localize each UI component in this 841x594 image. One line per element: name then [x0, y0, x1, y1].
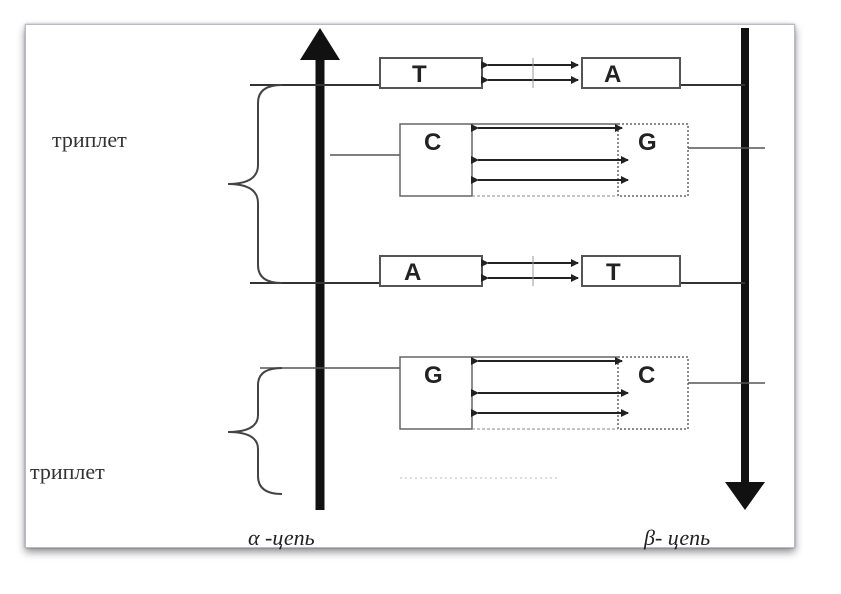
beta-chain-label: β- цепь [643, 525, 710, 550]
base-label: T [606, 259, 621, 286]
triplet-label-1: триплет [52, 127, 127, 152]
hydrogen-bonds [471, 357, 629, 417]
base-label: A [404, 259, 421, 286]
hydrogen-bonds [471, 124, 629, 184]
hydrogen-bonds [481, 256, 579, 286]
base-label: T [412, 61, 427, 88]
alpha-chain-label: α -цепь [248, 525, 315, 550]
base-label: A [604, 61, 621, 88]
hydrogen-bonds [481, 58, 579, 88]
beta-chain-arrow [725, 28, 765, 510]
base-pair-3: A T [250, 255, 745, 287]
base-pair-1: T A [250, 57, 745, 89]
base-label: C [424, 129, 441, 156]
base-label: G [424, 362, 443, 389]
triplet-brace-1 [227, 84, 283, 284]
triplet-brace-2 [227, 367, 283, 495]
alpha-chain-arrow [300, 28, 340, 510]
base-pair-4: G C [260, 356, 765, 430]
base-label: G [638, 129, 657, 156]
base-label: C [638, 362, 655, 389]
base-pair-2: C G [330, 123, 765, 197]
triplet-label-2: триплет [30, 459, 105, 484]
